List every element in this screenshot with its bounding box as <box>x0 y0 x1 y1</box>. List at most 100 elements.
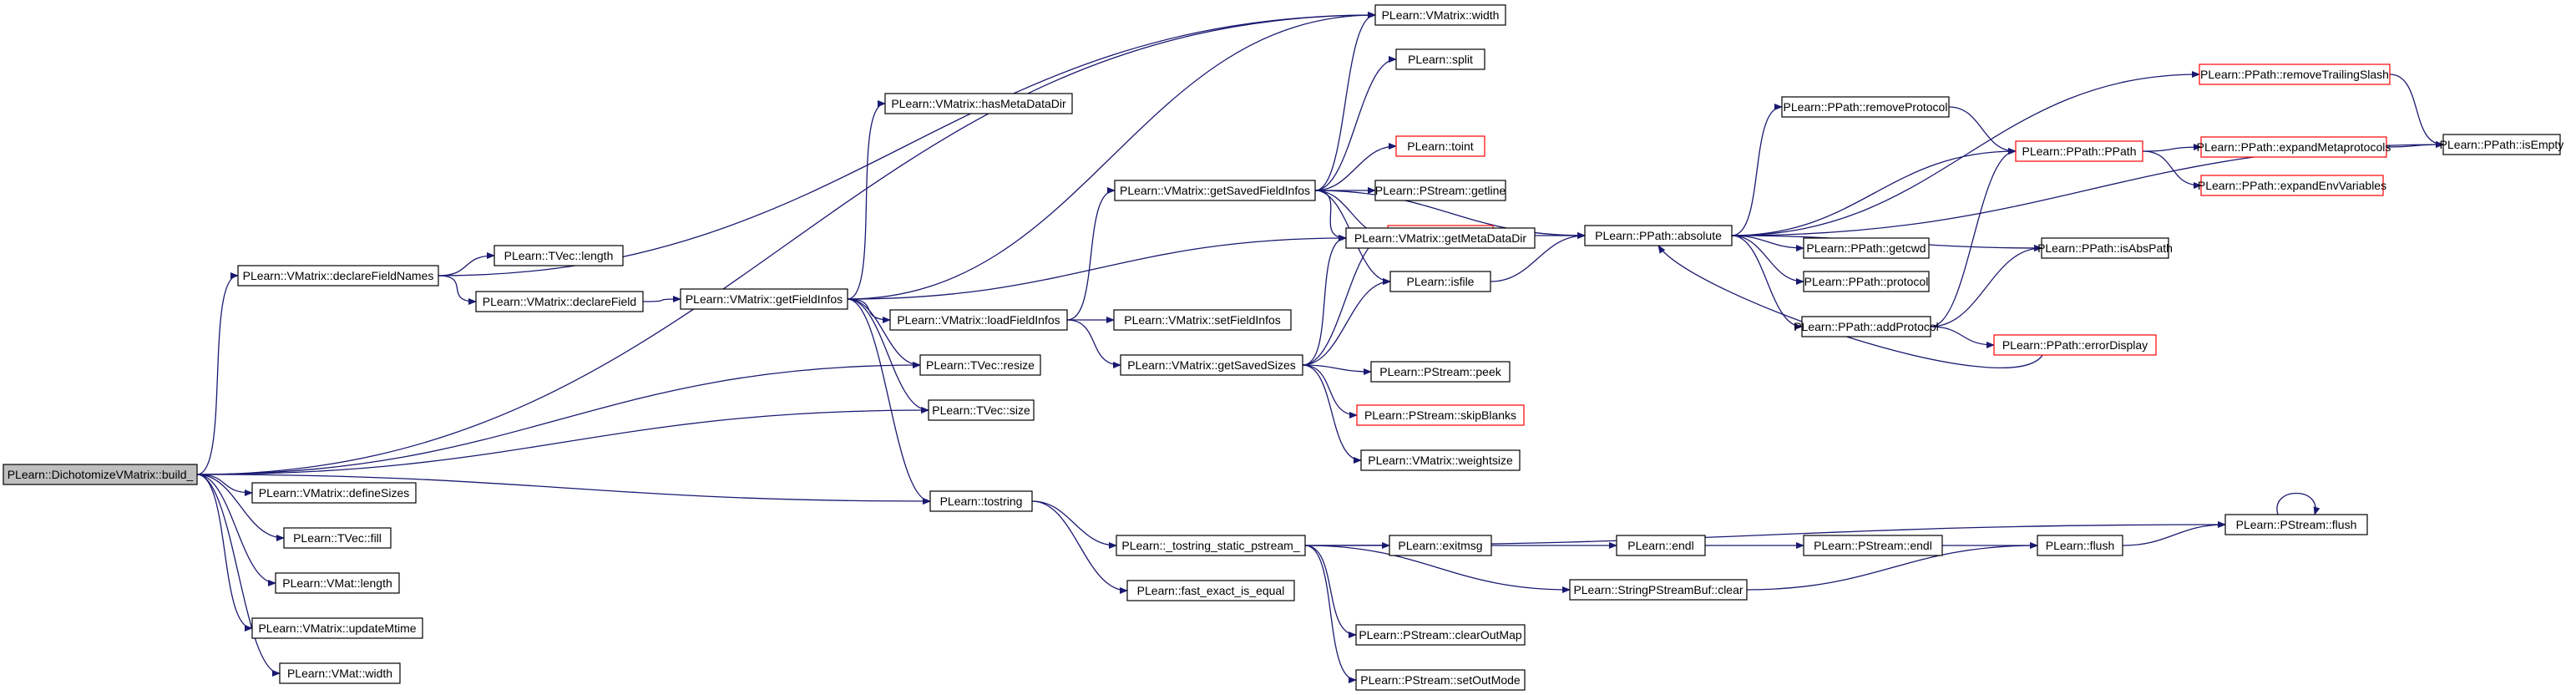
node-clearOutMap[interactable]: PLearn::PStream::clearOutMap <box>1355 624 1526 646</box>
node-endl[interactable]: PLearn::endl <box>1616 535 1706 556</box>
node-loadFieldInfos[interactable]: PLearn::VMatrix::loadFieldInfos <box>889 309 1068 331</box>
node-box-defineSizes <box>251 482 417 504</box>
edge-addProtocol-to-errorDisplay <box>1930 326 1995 348</box>
node-box-tvecResize <box>919 354 1041 376</box>
edge-getSavedSizes-to-skipBlanks <box>1302 364 1358 419</box>
node-weightsize[interactable]: PLearn::VMatrix::weightsize <box>1360 449 1521 471</box>
node-isEmpty[interactable]: PLearn::PPath::isEmpty <box>2440 134 2564 155</box>
edge-sbufClear-to-flush <box>1746 542 2038 591</box>
node-label-weightsize: PLearn::VMatrix::weightsize <box>1368 454 1513 467</box>
node-box-tvecFill <box>283 527 392 549</box>
edge-getFieldInfos-to-vmatrixWidth <box>847 12 1376 300</box>
edge-getSavedSizes-to-weightsize <box>1302 364 1362 464</box>
node-getFieldInfos[interactable]: PLearn::VMatrix::getFieldInfos <box>680 288 848 310</box>
node-flush[interactable]: PLearn::flush <box>2037 535 2123 556</box>
node-hasMetaDataDir[interactable]: PLearn::VMatrix::hasMetaDataDir <box>884 93 1073 114</box>
node-getline[interactable]: PLearn::PStream::getline <box>1374 180 1506 201</box>
edges-layer <box>196 12 2444 683</box>
node-tvecResize[interactable]: PLearn::TVec::resize <box>919 354 1041 376</box>
node-addProtocol[interactable]: PLearn::PPath::addProtocol <box>1794 316 1939 337</box>
node-toint[interactable]: PLearn::toint <box>1395 135 1485 157</box>
node-label-fastExact: PLearn::fast_exact_is_equal <box>1137 584 1285 597</box>
node-declareField[interactable]: PLearn::VMatrix::declareField <box>475 291 644 312</box>
node-errorDisplay[interactable]: PLearn::PPath::errorDisplay <box>1993 334 2157 356</box>
node-label-removeProtocol: PLearn::PPath::removeProtocol <box>1784 100 1948 114</box>
node-box-isAbsPath <box>2041 237 2169 259</box>
node-box-getMetaDataDir <box>1345 227 1536 249</box>
node-isAbsPath[interactable]: PLearn::PPath::isAbsPath <box>2037 237 2173 259</box>
node-label-isfile: PLearn::isfile <box>1407 275 1475 288</box>
edge-pstreamFlush-to-pstreamFlush <box>2276 492 2320 515</box>
node-label-isAbsPath: PLearn::PPath::isAbsPath <box>2037 241 2173 255</box>
node-box-tostring <box>929 490 1033 512</box>
edge-declareField-to-getFieldInfos <box>642 296 681 303</box>
node-getSavedSizes[interactable]: PLearn::VMatrix::getSavedSizes <box>1120 354 1303 376</box>
node-vmatWidth[interactable]: PLearn::VMat::width <box>279 662 401 684</box>
node-absolute[interactable]: PLearn::PPath::absolute <box>1584 225 1733 246</box>
node-tostring[interactable]: PLearn::tostring <box>929 490 1033 512</box>
node-vmatLength[interactable]: PLearn::VMat::length <box>275 572 400 594</box>
node-setFieldInfos[interactable]: PLearn::VMatrix::setFieldInfos <box>1113 309 1292 331</box>
edge-root-to-defineSizes <box>196 474 253 496</box>
node-label-toint: PLearn::toint <box>1407 140 1473 153</box>
node-box-getcwd <box>1803 237 1930 259</box>
nodes-layer: PLearn::DichotomizeVMatrix::build_PLearn… <box>3 4 2564 691</box>
node-box-setFieldInfos <box>1113 309 1292 331</box>
node-tostringStatic[interactable]: PLearn::_tostring_static_pstream_ <box>1116 535 1306 556</box>
node-tvecSize[interactable]: PLearn::TVec::size <box>928 399 1035 421</box>
node-label-exitmsg: PLearn::exitmsg <box>1398 539 1482 552</box>
node-box-pstreamEndl <box>1803 535 1943 556</box>
node-label-endl: PLearn::endl <box>1627 539 1693 552</box>
node-declareFieldNames[interactable]: PLearn::VMatrix::declareFieldNames <box>237 265 439 287</box>
node-tvecLength[interactable]: PLearn::TVec::length <box>493 245 624 266</box>
edge-flush-to-pstreamFlush <box>2122 521 2226 546</box>
node-box-getSavedFieldInfos <box>1114 180 1316 201</box>
node-tvecFill[interactable]: PLearn::TVec::fill <box>283 527 392 549</box>
node-setOutMode[interactable]: PLearn::PStream::setOutMode <box>1355 669 1526 691</box>
edge-declareFieldNames-to-tvecLength <box>438 252 495 276</box>
node-ppath[interactable]: PLearn::PPath::PPath <box>2015 140 2143 162</box>
node-pstreamEndl[interactable]: PLearn::PStream::endl <box>1803 535 1943 556</box>
node-fastExact[interactable]: PLearn::fast_exact_is_equal <box>1126 580 1295 601</box>
node-defineSizes[interactable]: PLearn::VMatrix::defineSizes <box>251 482 417 504</box>
node-box-isfile <box>1389 271 1491 292</box>
node-skipBlanks[interactable]: PLearn::PStream::skipBlanks <box>1356 404 1525 426</box>
node-label-declareField: PLearn::VMatrix::declareField <box>483 295 636 308</box>
node-label-flush: PLearn::flush <box>2046 539 2115 552</box>
node-getMetaDataDir[interactable]: PLearn::VMatrix::getMetaDataDir <box>1345 227 1536 249</box>
node-label-getMetaDataDir: PLearn::VMatrix::getMetaDataDir <box>1354 231 1527 245</box>
node-box-pstreamFlush <box>2224 514 2368 535</box>
node-getcwd[interactable]: PLearn::PPath::getcwd <box>1803 237 1930 259</box>
node-removeProtocol[interactable]: PLearn::PPath::removeProtocol <box>1781 96 1950 118</box>
node-label-removeTrailingSlash: PLearn::PPath::removeTrailingSlash <box>2200 68 2389 81</box>
node-exitmsg[interactable]: PLearn::exitmsg <box>1389 535 1492 556</box>
node-expandEnvVariables[interactable]: PLearn::PPath::expandEnvVariables <box>2198 175 2386 196</box>
node-box-protocol <box>1803 271 1930 292</box>
node-sbufClear[interactable]: PLearn::StringPStreamBuf::clear <box>1569 579 1748 601</box>
edge-getSavedFieldInfos-to-split <box>1314 56 1397 191</box>
node-peek[interactable]: PLearn::PStream::peek <box>1370 361 1511 383</box>
node-pstreamFlush[interactable]: PLearn::PStream::flush <box>2224 514 2368 535</box>
node-box-sbufClear <box>1569 579 1748 601</box>
node-getSavedFieldInfos[interactable]: PLearn::VMatrix::getSavedFieldInfos <box>1114 180 1316 201</box>
node-vmatrixWidth[interactable]: PLearn::VMatrix::width <box>1374 4 1506 26</box>
node-box-loadFieldInfos <box>889 309 1068 331</box>
node-box-absolute <box>1584 225 1733 246</box>
node-box-getline <box>1374 180 1506 201</box>
node-updateMtime[interactable]: PLearn::VMatrix::updateMtime <box>251 617 423 639</box>
node-removeTrailingSlash[interactable]: PLearn::PPath::removeTrailingSlash <box>2199 63 2391 85</box>
edge-getSavedFieldInfos-to-absolute <box>1314 190 1586 239</box>
node-isfile[interactable]: PLearn::isfile <box>1389 271 1491 292</box>
edge-getSavedSizes-to-openFile <box>1302 232 1389 366</box>
node-label-loadFieldInfos: PLearn::VMatrix::loadFieldInfos <box>897 313 1060 327</box>
node-expandMetaprotocols[interactable]: PLearn::PPath::expandMetaprotocols <box>2197 136 2391 158</box>
node-label-vmatrixWidth: PLearn::VMatrix::width <box>1382 8 1500 22</box>
edge-root-to-vmatWidth <box>196 474 281 677</box>
node-box-fastExact <box>1126 580 1295 601</box>
node-protocol[interactable]: PLearn::PPath::protocol <box>1803 271 1930 292</box>
edge-getSavedFieldInfos-to-vmatrixWidth <box>1314 12 1376 191</box>
edge-root-to-vmatrixWidth <box>196 12 1376 475</box>
node-label-getSavedSizes: PLearn::VMatrix::getSavedSizes <box>1127 358 1296 372</box>
node-box-vmatLength <box>275 572 400 594</box>
node-split[interactable]: PLearn::split <box>1395 48 1485 70</box>
